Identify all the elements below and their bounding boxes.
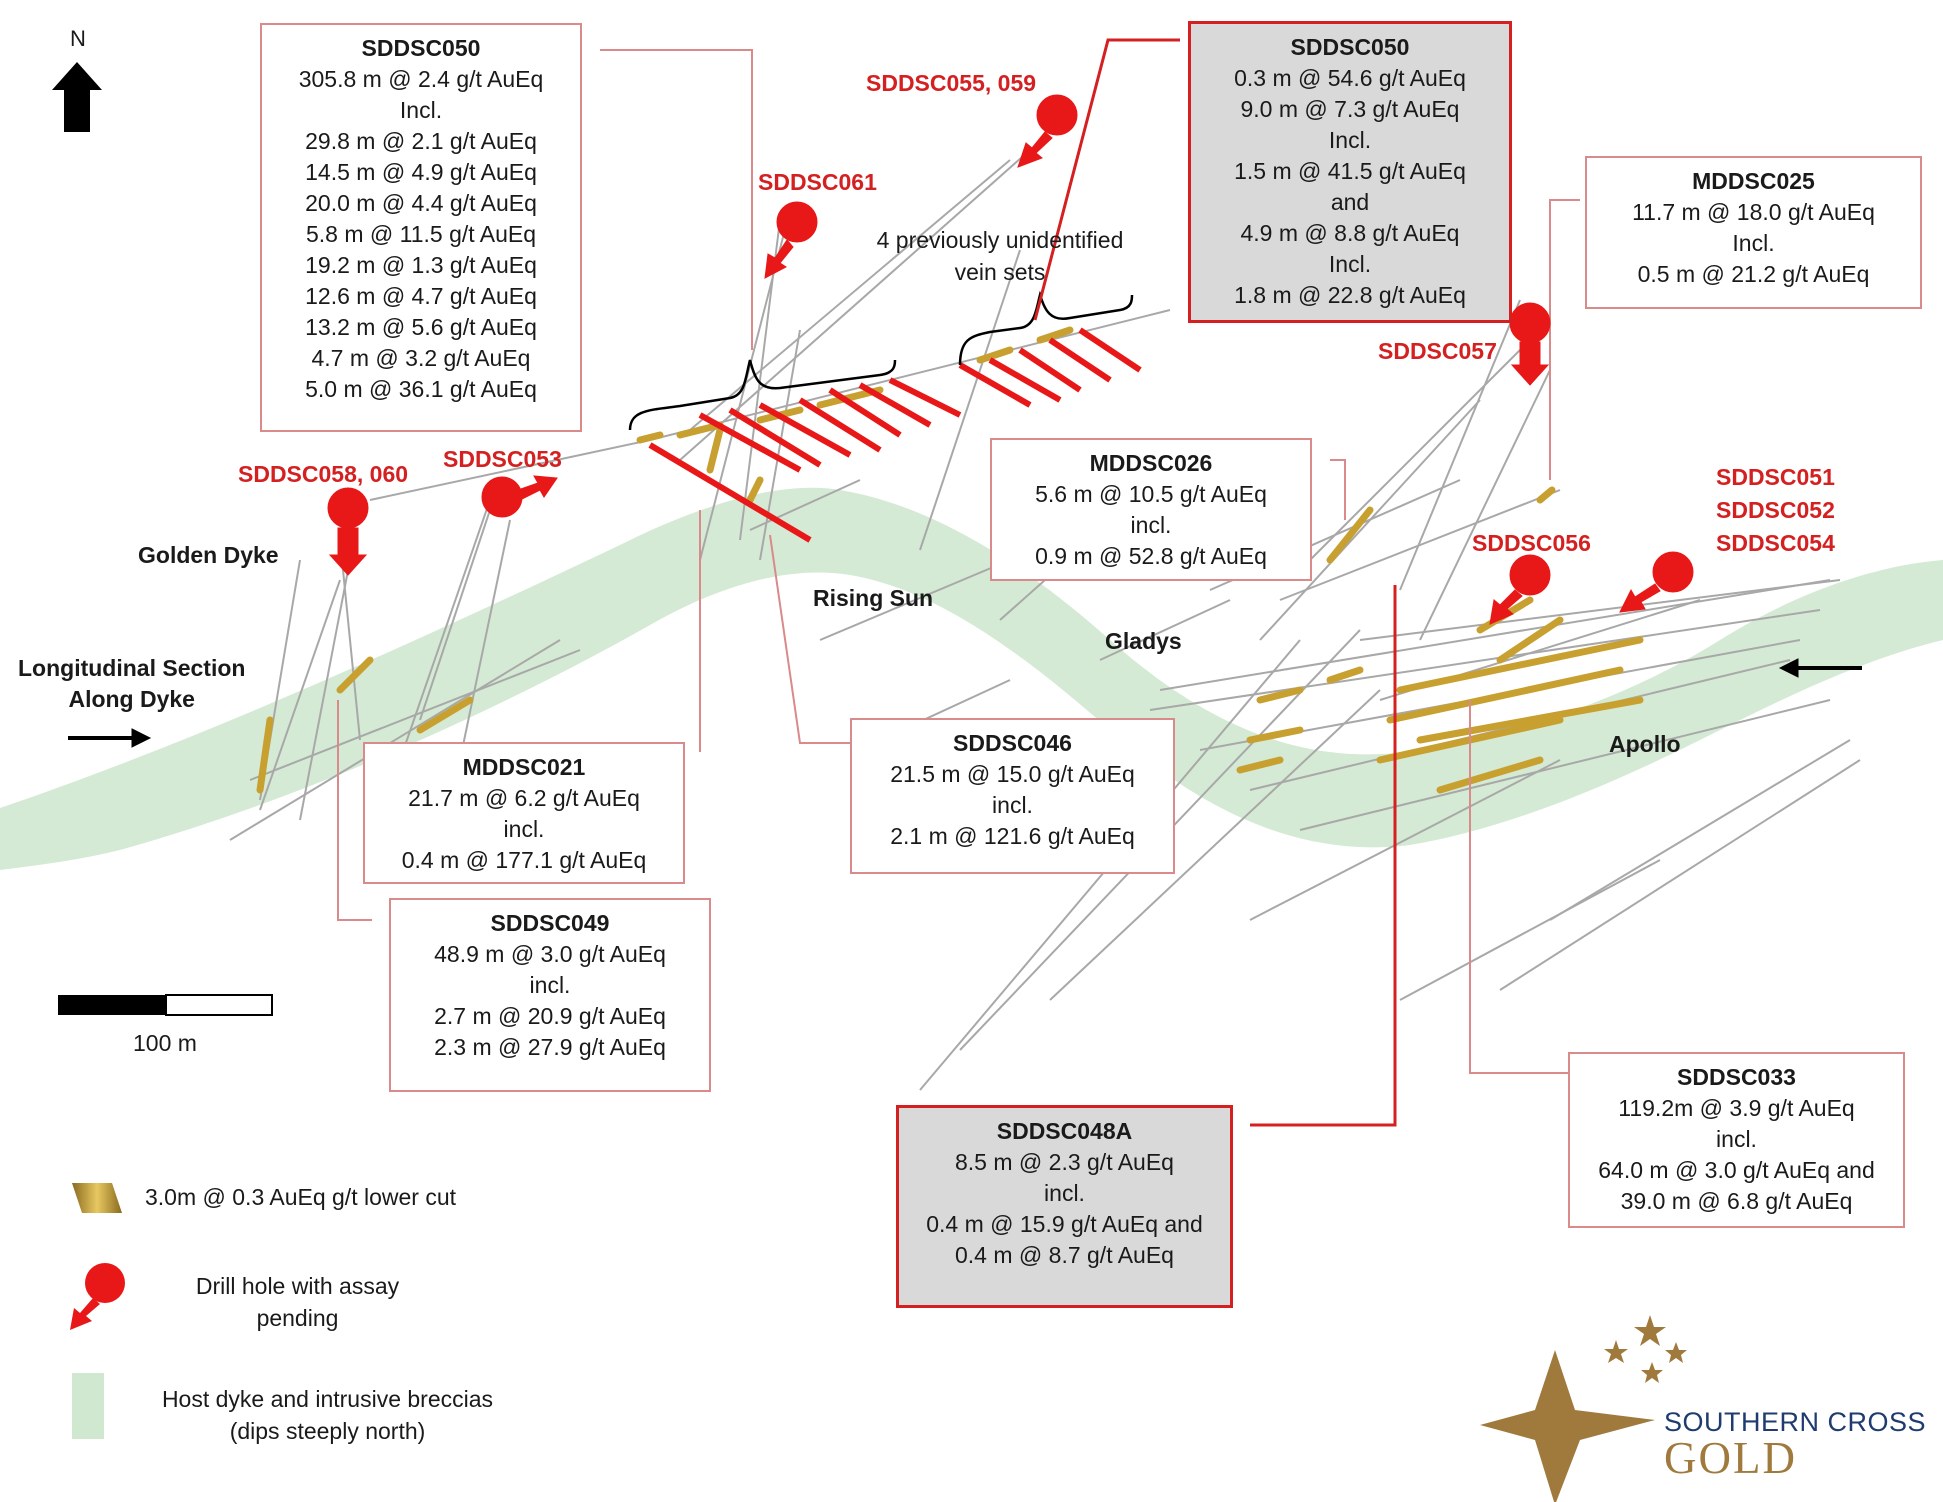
section-label: Longitudinal Section Along Dyke xyxy=(18,655,246,712)
prospect-rising-sun: Rising Sun xyxy=(813,585,934,611)
vein-sets-note: 4 previously unidentified vein sets xyxy=(876,227,1124,285)
brace-left xyxy=(628,359,897,431)
callout-sddsc048a: SDDSC048A 8.5 m @ 2.3 g/t AuEq incl. 0.4… xyxy=(896,1105,1233,1308)
pending-markers xyxy=(327,94,1694,625)
north-arrow-icon xyxy=(52,62,102,132)
scale-label: 100 m xyxy=(133,1030,197,1056)
logo-wordmark-top: SOUTHERN CROSS xyxy=(1664,1407,1927,1437)
highlight-leaders xyxy=(1033,38,1397,1127)
vein-arrows-left xyxy=(648,327,1142,543)
callout-mddsc026: MDDSC026 5.6 m @ 10.5 g/t AuEq incl. 0.9… xyxy=(990,438,1312,581)
pending-label-sddsc061: SDDSC061 xyxy=(758,169,877,195)
pending-label-sddsc056: SDDSC056 xyxy=(1472,530,1591,556)
callout-sddsc046: SDDSC046 21.5 m @ 15.0 g/t AuEq incl. 2.… xyxy=(850,718,1175,874)
section-direction-arrows xyxy=(68,658,1862,748)
legend-dyke-swatch xyxy=(72,1373,104,1439)
callout-sddsc050-right: SDDSC050 0.3 m @ 54.6 g/t AuEq 9.0 m @ 7… xyxy=(1188,21,1512,323)
pending-label-sddsc053: SDDSC053 xyxy=(443,446,562,472)
pending-label-sddsc055-059: SDDSC055, 059 xyxy=(866,70,1037,96)
pending-label-sddsc051-052-054: SDDSC051 SDDSC052 SDDSC054 xyxy=(1716,464,1835,556)
logo-wordmark-bottom: GOLD xyxy=(1664,1433,1797,1483)
legend-pending-label: Drill hole with assay pending xyxy=(195,1273,400,1331)
callout-mddsc025: MDDSC025 11.7 m @ 18.0 g/t AuEq Incl. 0.… xyxy=(1585,156,1922,309)
prospect-apollo: Apollo xyxy=(1609,731,1681,757)
legend-cut-swatch xyxy=(72,1183,122,1213)
callout-sddsc033: SDDSC033 119.2m @ 3.9 g/t AuEq incl. 64.… xyxy=(1568,1052,1905,1228)
legend-dyke-label: Host dyke and intrusive breccias (dips s… xyxy=(161,1386,494,1444)
callout-sddsc050-left: SDDSC050 305.8 m @ 2.4 g/t AuEq Incl. 29… xyxy=(260,23,582,432)
pending-label-sddsc057: SDDSC057 xyxy=(1378,338,1497,364)
north-label: N xyxy=(70,26,86,51)
callout-mddsc021: MDDSC021 21.7 m @ 6.2 g/t AuEq incl. 0.4… xyxy=(363,742,685,884)
pending-label-sddsc058-060: SDDSC058, 060 xyxy=(238,461,409,487)
scale-bar xyxy=(58,994,273,1016)
legend-cut-label: 3.0m @ 0.3 AuEq g/t lower cut xyxy=(145,1184,457,1210)
legend-pending-icon xyxy=(70,1263,125,1330)
prospect-golden-dyke: Golden Dyke xyxy=(138,542,279,568)
logo-star-icon xyxy=(1480,1315,1687,1502)
callout-leaders xyxy=(337,49,1580,1074)
prospect-gladys: Gladys xyxy=(1105,628,1182,654)
callout-sddsc049: SDDSC049 48.9 m @ 3.0 g/t AuEq incl. 2.7… xyxy=(389,898,711,1092)
host-dyke xyxy=(0,487,1943,870)
